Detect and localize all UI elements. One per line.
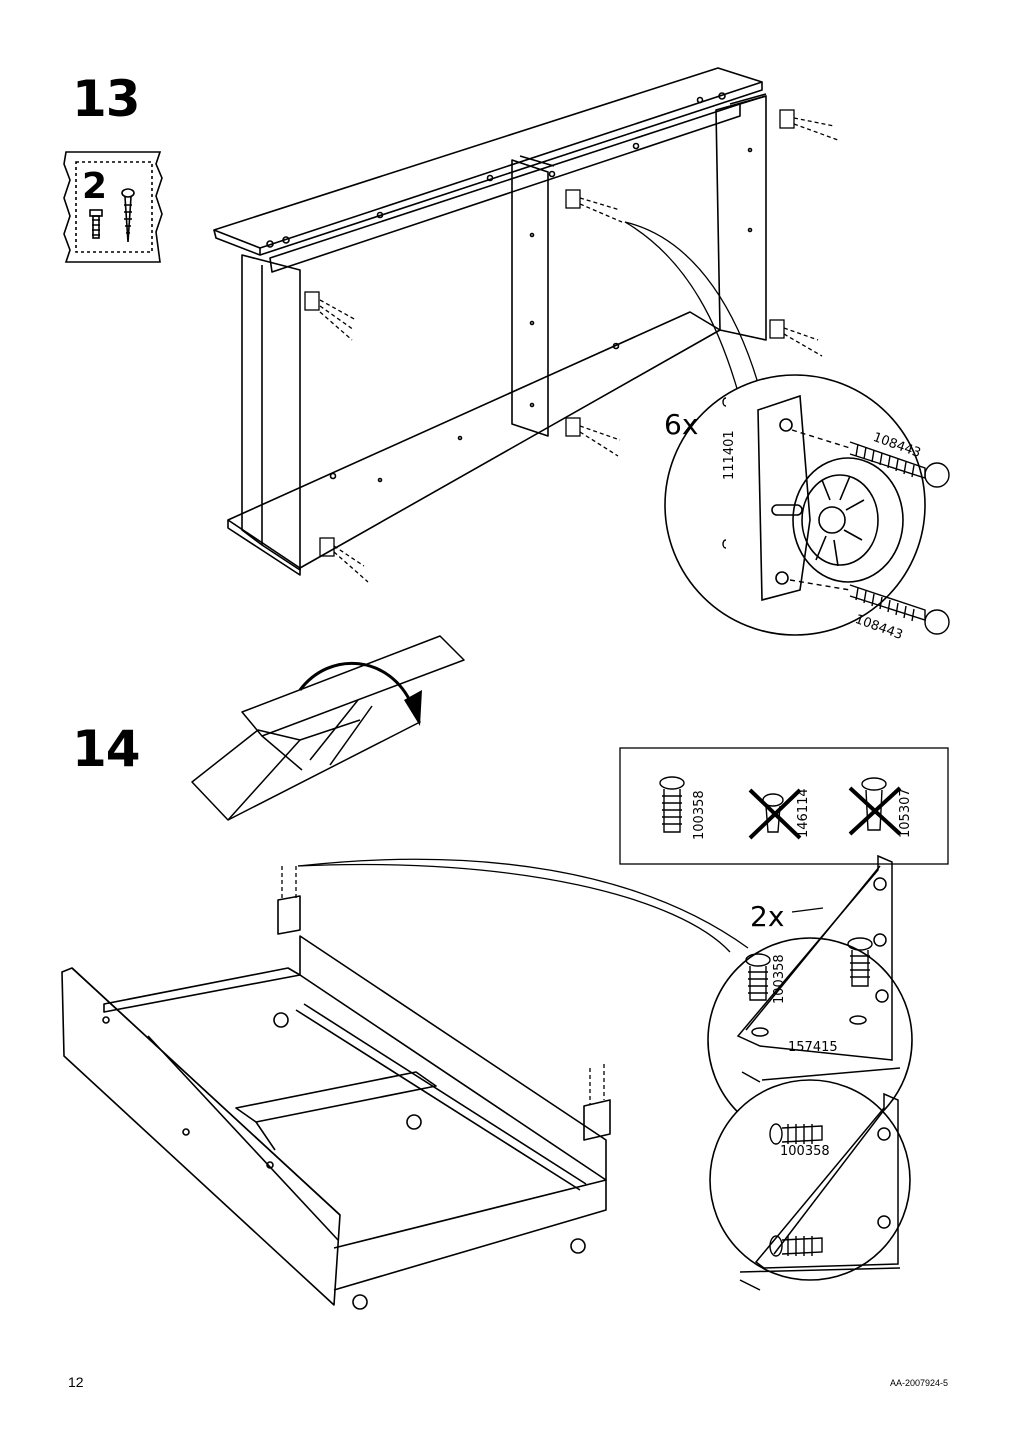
bracket-icon bbox=[319, 537, 369, 583]
screw-icon bbox=[89, 209, 103, 239]
hardware-bag-icon bbox=[63, 151, 163, 263]
detail-count-label-14: 2x bbox=[750, 900, 785, 933]
bracket-part-number: 111401 bbox=[722, 430, 737, 480]
detail-count-label: 6x bbox=[664, 408, 699, 441]
bracket-icon bbox=[779, 109, 839, 141]
bracket-detail-upper bbox=[736, 854, 901, 1083]
bracket-detail-lower bbox=[739, 1092, 901, 1291]
bracket-markers bbox=[304, 109, 839, 583]
bed-frame-drawing bbox=[213, 67, 767, 576]
screw-part-number-lower: 100358 bbox=[780, 1144, 830, 1159]
page-number: 12 bbox=[68, 1374, 84, 1390]
callout-leader bbox=[624, 221, 761, 391]
bracket-part-number-14: 157415 bbox=[788, 1040, 838, 1055]
caster-bracket-detail bbox=[757, 394, 904, 602]
long-screw-icon bbox=[121, 188, 135, 243]
wrong-screw-icon bbox=[748, 788, 802, 840]
screw-part-number-wrong-1: 146114 bbox=[796, 788, 811, 838]
hardware-bag-quantity: 2 bbox=[82, 166, 108, 207]
screw-part-number-correct: 100358 bbox=[692, 790, 707, 840]
correct-screw-icon bbox=[659, 776, 685, 833]
screw-part-number-detail: 100358 bbox=[772, 954, 787, 1004]
bracket-icon bbox=[565, 189, 623, 223]
wrong-screw-icon bbox=[848, 777, 902, 836]
screw-icon bbox=[769, 1123, 823, 1257]
document-code: AA-2007924-5 bbox=[890, 1378, 949, 1388]
flip-illustration bbox=[191, 635, 465, 821]
screw-icon bbox=[789, 579, 950, 635]
screw-icon bbox=[791, 429, 950, 488]
bracket-icon bbox=[304, 291, 357, 341]
screw-part-number-wrong-2: 105307 bbox=[898, 788, 913, 838]
detail-zoom-circle-lower bbox=[709, 1079, 911, 1281]
screw-icon bbox=[745, 937, 873, 1001]
bracket-icon bbox=[565, 417, 621, 457]
bracket-icon bbox=[769, 319, 823, 357]
drawer-drawing bbox=[61, 895, 611, 1310]
step-14-number: 14 bbox=[72, 720, 141, 778]
screw-icon bbox=[281, 866, 605, 1104]
step-13-number: 13 bbox=[72, 70, 141, 128]
rotate-arrow-icon bbox=[404, 690, 422, 726]
